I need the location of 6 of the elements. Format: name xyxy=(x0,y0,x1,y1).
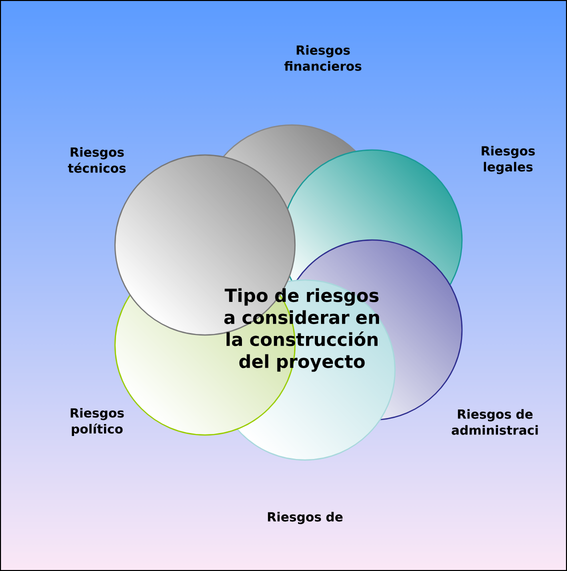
circle-label: Riesgos político xyxy=(70,408,124,436)
circle-label: Riesgos de administraci xyxy=(452,409,538,435)
circle-label: Riesgos legales xyxy=(482,146,535,174)
circle-label: Riesgos técnicos xyxy=(68,147,126,173)
circle-label: Riesgos de xyxy=(268,512,343,524)
circle-label: Riesgos financieros xyxy=(284,45,362,71)
